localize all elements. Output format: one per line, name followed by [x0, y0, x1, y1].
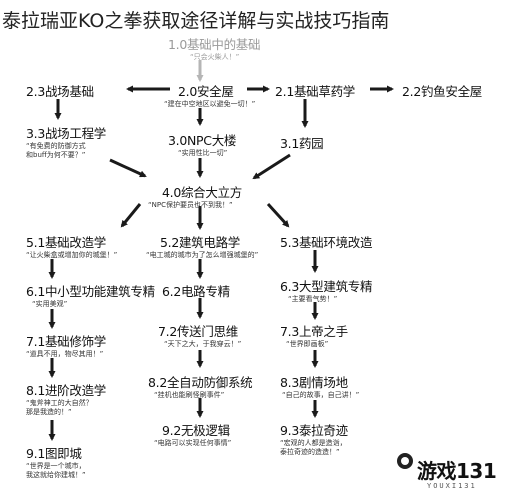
node-9-2-label: 9.2无极逻辑 [162, 423, 230, 438]
node-5-2-label: 5.2建筑电路学 [160, 235, 240, 250]
node-5-3: 5.3基础环境改造 [280, 232, 372, 251]
node-7-2: 7.2传送门思维 “天下之大，于我穿云！” [158, 321, 241, 349]
node-6-2-label: 6.2电路专精 [162, 284, 230, 299]
node-2-0-label: 2.0安全屋 [178, 84, 234, 99]
arrow-33-40 [109, 158, 147, 178]
node-1-0-label: 1.0基础中的基础 [168, 37, 261, 52]
node-8-1: 8.1进阶改造学 “鬼斧神工的大自然？ 那是我造的！” [26, 380, 106, 417]
node-9-2-note: “电路可以实现任何事情” [154, 439, 232, 447]
gamepad-logo-icon [397, 453, 413, 469]
node-7-1-note: “道具不用，物尽其用！” [26, 350, 104, 358]
node-6-3-label: 6.3大型建筑专精 [280, 279, 373, 294]
node-6-1-note: “实用美观” [32, 300, 68, 308]
node-2-2-label: 2.2钓鱼安全屋 [402, 84, 482, 99]
node-3-0-note: “实用性比一切” [178, 149, 228, 157]
node-1-0-note: “只会火柴人！” [190, 53, 240, 61]
node-4-0-label: 4.0综合大立方 [162, 185, 242, 200]
node-4-0: 4.0综合大立方 “NPC保护要员也不到我！” [148, 182, 242, 210]
node-8-2: 8.2全自动防御系统 “挂机也能刷怪刷事件” [148, 372, 253, 400]
node-7-3-label: 7.3上帝之手 [280, 324, 348, 339]
node-7-3: 7.3上帝之手 “世界即画板” [280, 321, 348, 349]
node-8-2-note: “挂机也能刷怪刷事件” [154, 391, 225, 399]
node-6-3: 6.3大型建筑专精 “主要看气势！” [280, 276, 372, 304]
site-watermark: 游戏131 YOUXI131 [397, 451, 503, 498]
node-2-0: 2.0安全屋 “建在中空地区以避免一切！” [164, 81, 255, 109]
node-3-3: 3.3战场工程学 “有免费的防御方式 和buff为何不要？” [26, 123, 106, 160]
arrow-40-51 [120, 203, 142, 228]
node-5-2: 5.2建筑电路学 “电工城的城市为了怎么增强城堡的” [146, 232, 258, 260]
node-7-2-note: “天下之大，于我穿云！” [164, 340, 242, 348]
node-9-3-note: “宏观的人都是造诣， 泰拉奇迹的造造！” [280, 439, 347, 456]
node-2-1-label: 2.1基础草药学 [275, 84, 355, 99]
node-1-0: 1.0基础中的基础 “只会火柴人！” [168, 34, 260, 62]
node-3-1: 3.1药园 [280, 133, 324, 152]
watermark-sub-text: YOUXI131 [427, 482, 477, 490]
node-9-1-label: 9.1图即城 [26, 446, 82, 461]
node-6-3-note: “主要看气势！” [288, 295, 338, 303]
node-8-2-label: 8.2全自动防御系统 [148, 375, 253, 390]
node-3-1-label: 3.1药园 [280, 136, 324, 151]
node-3-0: 3.0NPC大楼 “实用性比一切” [168, 130, 236, 158]
node-5-1-label: 5.1基础改造学 [26, 235, 106, 250]
node-9-1: 9.1图即城 “世界是一个城市， 我这就给你建城！” [26, 443, 86, 480]
watermark-main-text: 游戏131 [417, 459, 497, 483]
node-2-2: 2.2钓鱼安全屋 [402, 81, 482, 100]
node-8-3-label: 8.3剧情场地 [280, 375, 348, 390]
node-7-2-label: 7.2传送门思维 [158, 324, 238, 339]
node-5-1: 5.1基础改造学 “让火柴盒或增加你的城堡！” [26, 232, 117, 260]
node-6-1-label: 6.1中小型功能建筑专精 [26, 284, 155, 299]
node-7-3-note: “世界即画板” [286, 340, 329, 348]
arrow-40-53 [266, 202, 290, 228]
node-9-3-label: 9.3泰拉奇迹 [280, 423, 348, 438]
node-8-1-label: 8.1进阶改造学 [26, 383, 106, 398]
node-6-1: 6.1中小型功能建筑专精 “实用美观” [26, 281, 155, 309]
node-5-2-note: “电工城的城市为了怎么增强城堡的” [146, 251, 259, 259]
page-title: 泰拉瑞亚KO之拳获取途径详解与实战技巧指南 [2, 10, 390, 32]
node-6-2: 6.2电路专精 [162, 281, 230, 300]
node-5-1-note: “让火柴盒或增加你的城堡！” [26, 251, 118, 259]
node-9-2: 9.2无极逻辑 “电路可以实现任何事情” [154, 420, 231, 448]
node-4-0-note: “NPC保护要员也不到我！” [148, 201, 233, 209]
node-3-3-label: 3.3战场工程学 [26, 126, 106, 141]
node-5-3-label: 5.3基础环境改造 [280, 235, 373, 250]
node-2-3: 2.3战场基础 [26, 81, 94, 100]
node-7-1-label: 7.1基础修饰学 [26, 334, 106, 349]
node-8-3-note: “自己的故事，自己讲！” [282, 391, 360, 399]
arrow-31-40 [252, 153, 291, 180]
node-9-3: 9.3泰拉奇迹 “宏观的人都是造诣， 泰拉奇迹的造造！” [280, 420, 348, 457]
node-9-1-note: “世界是一个城市， 我这就给你建城！” [26, 462, 86, 479]
node-7-1: 7.1基础修饰学 “道具不用，物尽其用！” [26, 331, 106, 359]
node-2-1: 2.1基础草药学 [275, 81, 355, 100]
node-3-0-label: 3.0NPC大楼 [168, 133, 237, 148]
node-2-3-label: 2.3战场基础 [26, 84, 94, 99]
node-3-3-note: “有免费的防御方式 和buff为何不要？” [26, 142, 86, 159]
node-8-1-note: “鬼斧神工的大自然？ 那是我造的！” [26, 399, 93, 416]
node-8-3: 8.3剧情场地 “自己的故事，自己讲！” [280, 372, 359, 400]
node-2-0-note: “建在中空地区以避免一切！” [164, 100, 256, 108]
